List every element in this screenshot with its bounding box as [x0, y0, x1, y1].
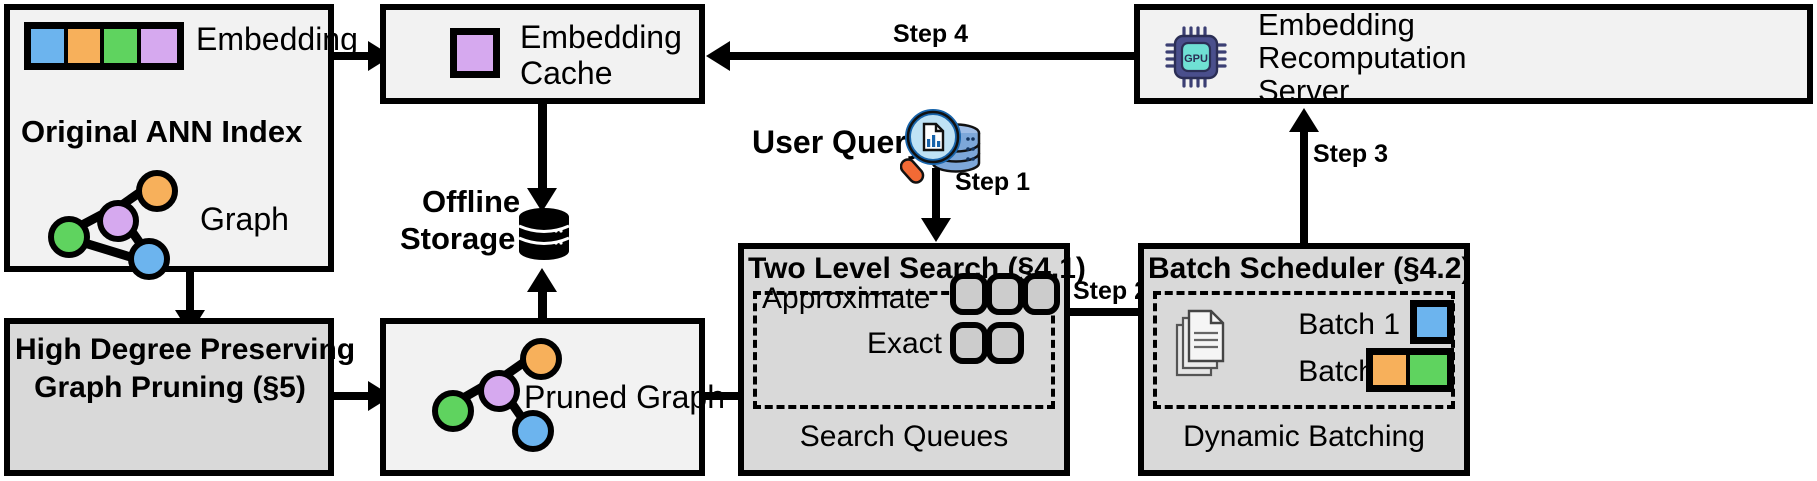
offline-storage-label-line2: Storage [400, 221, 516, 256]
batch-scheduler-title: Batch Scheduler (§4.2) [1148, 252, 1472, 285]
recomputation-server-line3: Server [1258, 73, 1350, 108]
recomputation-server-box [1134, 4, 1813, 104]
batch-1-label: Batch 1 [1298, 308, 1400, 341]
arrow-scheduler-to-server-head [1289, 108, 1319, 132]
arrow-cache-to-storage-head [527, 188, 557, 212]
exact-row-label: Exact [866, 327, 942, 360]
graph-node-orange [136, 170, 178, 212]
approximate-slot-1 [950, 273, 988, 315]
graph-label: Graph [200, 201, 289, 237]
gpu-chip-icon: GPU [1165, 26, 1227, 88]
approximate-row-label: Approximate [762, 282, 931, 315]
step-4-label: Step 4 [893, 20, 969, 48]
approximate-slot-3 [1022, 273, 1060, 315]
search-queues-caption: Search Queues [799, 420, 1009, 453]
arrow-cache-to-storage-shaft [538, 104, 547, 192]
arrow-index-to-pruning-shaft [186, 272, 194, 314]
embedding-cache-box [380, 4, 705, 104]
arrow-query-to-search-head [921, 218, 951, 242]
graph-pruning-title-line2: Graph Pruning (§5) [34, 371, 306, 404]
arrow-search-to-scheduler-shaft [1070, 308, 1162, 316]
embedding-swatch-orange [67, 29, 105, 63]
recomputation-server-line1: Embedding [1258, 7, 1415, 42]
graph-node-green [48, 216, 90, 258]
exact-slot-1 [950, 322, 988, 364]
embedding-swatch-blue [31, 29, 68, 63]
arrow-server-to-cache-head [706, 41, 730, 71]
offline-storage-label-line1: Offline [422, 184, 521, 219]
pruned-graph-nodes [412, 338, 572, 458]
graph-node-blue [128, 238, 170, 280]
arrow-index-to-cache-shaft [334, 52, 372, 60]
search-database-icon [900, 109, 981, 184]
user-query-label: User Query [752, 124, 925, 160]
graph-node-purple [97, 200, 139, 242]
arrow-server-to-cache-shaft [730, 52, 1134, 60]
arrow-query-to-search-shaft [932, 168, 940, 223]
embedding-swatch-green [104, 29, 142, 63]
recomputation-server-line2: Recomputation [1258, 40, 1467, 75]
batch-2-swatch-strip [1366, 348, 1454, 392]
pruned-node-orange [520, 338, 562, 380]
embedding-swatch-strip [24, 22, 184, 70]
arrow-scheduler-to-server-shaft [1300, 130, 1308, 243]
original-index-graph [40, 168, 200, 280]
arrow-pruned-to-storage-head [527, 268, 557, 292]
graph-pruning-title-line1: High Degree Preserving [15, 333, 356, 366]
documents-stack-icon [1175, 309, 1225, 377]
svg-text:GPU: GPU [1184, 53, 1208, 65]
original-ann-index-title: Original ANN Index [21, 114, 303, 149]
graph-pruning-box [4, 318, 334, 476]
database-cylinder-icon [518, 208, 570, 260]
pruned-node-purple [478, 370, 520, 412]
embedding-cache-swatch [450, 28, 500, 78]
embedding-cache-title-line1: Embedding [520, 19, 682, 55]
batch-1-swatch-blue [1410, 300, 1454, 344]
dynamic-batching-caption: Dynamic Batching [1183, 420, 1425, 453]
batch-2-swatch-orange [1373, 355, 1411, 385]
embedding-label: Embedding [196, 21, 358, 57]
exact-slot-2 [986, 322, 1024, 364]
batch-2-swatch-green [1410, 355, 1447, 385]
embedding-cache-title-line2: Cache [520, 55, 613, 91]
approximate-slot-2 [986, 273, 1024, 315]
step-1-label: Step 1 [955, 168, 1031, 196]
embedding-swatch-purple [141, 29, 178, 63]
pruned-graph-label: Pruned Graph [524, 379, 726, 415]
step-3-label: Step 3 [1313, 140, 1389, 168]
step-2-label: Step 2 [1073, 277, 1149, 305]
pruned-node-green [432, 390, 474, 432]
pruned-node-blue [512, 410, 554, 452]
arrow-pruning-to-pruned-shaft [334, 392, 372, 400]
search-queues-panel [753, 291, 1055, 409]
